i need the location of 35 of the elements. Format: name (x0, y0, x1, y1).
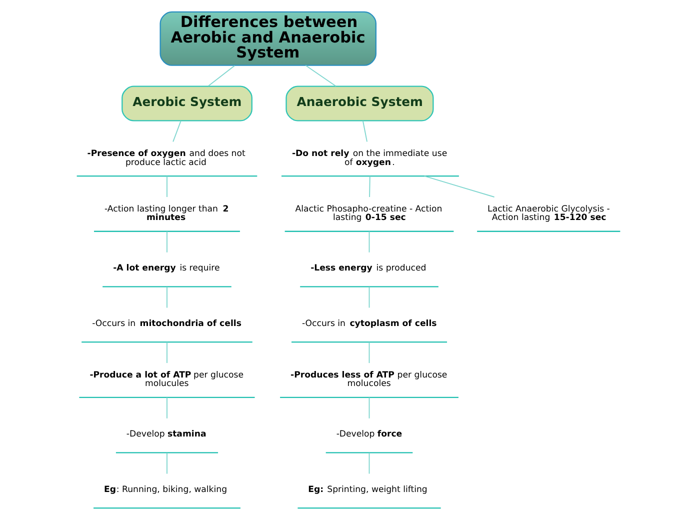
connector (207, 65, 235, 86)
node-text: Alactic Phosapho-creatine - Action lasting 0-15 sec (294, 204, 442, 224)
connector (304, 64, 336, 87)
node-text: -Occurs in mitochondria of cells (92, 319, 241, 330)
connector (423, 176, 494, 198)
node-text: -Do not rely on the immediate use of oxygen. (291, 149, 447, 168)
connector (166, 231, 167, 253)
connector (166, 176, 167, 198)
node-text: Eg: Sprinting, weight lifting (308, 485, 427, 496)
node-text: -Produce a lot of ATP per glucose molucules (89, 370, 244, 390)
node-box: Differences between Aerobic and Anaerobic System (159, 11, 376, 66)
connector (368, 397, 370, 419)
node-text: Lactic Anaerobic Glycolysis - Action lasting 15-120 sec (487, 204, 610, 224)
node-text: -Action lasting longer than 2 minutes (104, 204, 228, 224)
connector (368, 342, 370, 364)
connector (172, 120, 181, 142)
node-text: -Develop stamina (126, 430, 206, 440)
connector (368, 231, 370, 253)
node-box: Anaerobic System (285, 86, 434, 122)
node-text: -Presence of oxygen and does not produce lactic acid (86, 149, 245, 168)
connector (166, 286, 167, 308)
connector (368, 176, 370, 198)
connector (166, 452, 167, 474)
node-text: Eg: Running, biking, walking (104, 485, 227, 496)
connector (166, 342, 167, 364)
node-text: -Produces less of ATP per glucose molucoles (290, 370, 447, 390)
connector (166, 397, 167, 419)
connector (368, 286, 370, 308)
node-text: -A lot energy is require (112, 264, 220, 274)
node-text: -Develop force (336, 430, 402, 440)
node-text: -Occurs in cytoplasm of cells (301, 319, 436, 330)
connector (362, 120, 367, 142)
node-box: Aerobic System (121, 86, 252, 122)
node-text: -Less energy is produced (310, 264, 426, 274)
connector (368, 452, 370, 474)
